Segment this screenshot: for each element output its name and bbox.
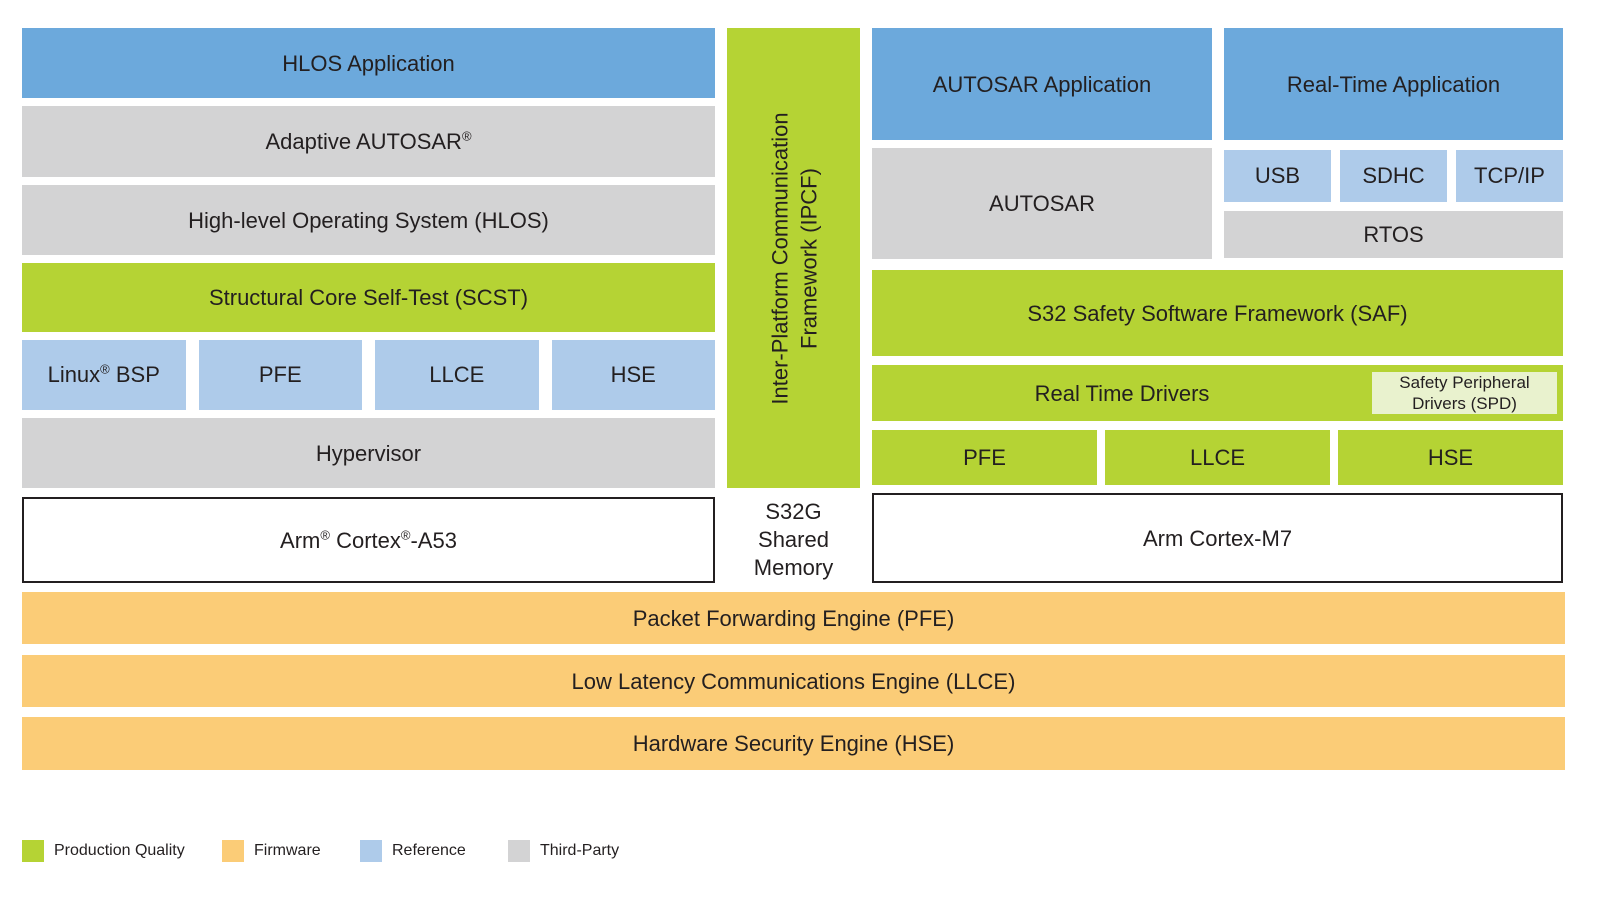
shared-memory-label: S32G Shared Memory: [753, 499, 834, 580]
registered-mark: ®: [320, 527, 330, 543]
spd-box: Safety Peripheral Drivers (SPD): [1372, 372, 1557, 414]
sdhc-box: SDHC: [1340, 150, 1447, 202]
legend-label-reference: Reference: [392, 842, 466, 859]
cortex-m7-label: Arm Cortex-M7: [1142, 525, 1293, 551]
legend-swatch-production-quality: [22, 840, 44, 862]
rtos-label: RTOS: [1363, 222, 1424, 247]
legend-label-third-party: Third-Party: [540, 842, 620, 859]
tcpip-label: TCP/IP: [1474, 163, 1545, 188]
sdhc-label: SDHC: [1362, 163, 1425, 188]
legend-label-production-quality: Production Quality: [54, 842, 185, 859]
legend-label-firmware: Firmware: [254, 842, 321, 859]
legend-item-reference: Reference: [360, 840, 466, 862]
usb-box: USB: [1224, 150, 1331, 202]
legend-swatch-firmware: [222, 840, 244, 862]
real-time-drivers-label: Real Time Drivers: [1034, 380, 1210, 406]
autosar-label: AUTOSAR: [989, 191, 1095, 216]
hse-driver-label: HSE: [610, 362, 656, 387]
adaptive-autosar-box: Adaptive AUTOSAR®: [22, 106, 715, 177]
registered-mark: ®: [400, 527, 411, 543]
legend-item-third-party: Third-Party: [508, 840, 619, 862]
scst-label: Structural Core Self-Test (SCST): [208, 285, 529, 310]
tcpip-box: TCP/IP: [1456, 150, 1563, 202]
linux-bsp-box: Linux® BSP: [22, 340, 186, 410]
ipcf-box: Inter-Platform Communication Framework (…: [727, 28, 860, 488]
autosar-application-label: AUTOSAR Application: [932, 71, 1152, 97]
ipcf-label: Inter-Platform Communication Framework (…: [766, 111, 821, 405]
cortex-a53-label: Arm® Cortex®-A53: [280, 527, 457, 553]
rtos-stacks-row: USB SDHC TCP/IP: [1224, 150, 1563, 202]
llce-driver-label: LLCE: [429, 362, 485, 387]
legend-item-firmware: Firmware: [222, 840, 321, 862]
a53-drivers-row: Linux® BSP PFE LLCE HSE: [22, 340, 715, 410]
m7-firmware-drivers-row: PFE LLCE HSE: [872, 430, 1563, 485]
llce-box: LLCE: [1105, 430, 1330, 485]
pfe-box: PFE: [872, 430, 1097, 485]
pfe-label: PFE: [963, 444, 1006, 470]
pfe-engine-box: Packet Forwarding Engine (PFE): [22, 592, 1565, 644]
rtos-box: RTOS: [1224, 211, 1563, 258]
hse-box: HSE: [1338, 430, 1563, 485]
autosar-application-box: AUTOSAR Application: [872, 28, 1212, 140]
hlos-os-label: High-level Operating System (HLOS): [188, 207, 549, 233]
realtime-application-box: Real-Time Application: [1224, 28, 1563, 140]
hse-driver-box: HSE: [551, 340, 715, 410]
registered-mark: ®: [461, 128, 472, 144]
llce-driver-box: LLCE: [375, 340, 539, 410]
hse-engine-label: Hardware Security Engine (HSE): [632, 731, 955, 756]
pfe-driver-label: PFE: [258, 362, 302, 387]
llce-engine-box: Low Latency Communications Engine (LLCE): [22, 655, 1565, 707]
usb-label: USB: [1254, 163, 1301, 188]
pfe-driver-box: PFE: [198, 340, 362, 410]
real-time-drivers-box: Real Time Drivers Safety Peripheral Driv…: [872, 365, 1563, 421]
scst-box: Structural Core Self-Test (SCST): [22, 263, 715, 332]
saf-label: S32 Safety Software Framework (SAF): [1027, 300, 1408, 326]
pfe-engine-label: Packet Forwarding Engine (PFE): [632, 605, 955, 631]
adaptive-autosar-label: Adaptive AUTOSAR®: [265, 128, 472, 154]
legend-swatch-third-party: [508, 840, 530, 862]
saf-box: S32 Safety Software Framework (SAF): [872, 270, 1563, 356]
llce-engine-label: Low Latency Communications Engine (LLCE): [571, 668, 1016, 694]
spd-label: Safety Peripheral Drivers (SPD): [1399, 373, 1530, 413]
hypervisor-box: Hypervisor: [22, 418, 715, 488]
cortex-a53-box: Arm® Cortex®-A53: [22, 497, 715, 583]
linux-bsp-label: Linux® BSP: [47, 361, 160, 387]
legend-swatch-reference: [360, 840, 382, 862]
registered-mark: ®: [100, 361, 110, 377]
llce-label: LLCE: [1189, 444, 1246, 470]
hlos-os-box: High-level Operating System (HLOS): [22, 185, 715, 255]
realtime-application-label: Real-Time Application: [1286, 71, 1501, 97]
autosar-box: AUTOSAR: [872, 148, 1212, 259]
hse-engine-box: Hardware Security Engine (HSE): [22, 717, 1565, 770]
hypervisor-label: Hypervisor: [315, 440, 422, 466]
hlos-application-box: HLOS Application: [22, 28, 715, 98]
hlos-application-label: HLOS Application: [282, 50, 455, 76]
cortex-m7-box: Arm Cortex-M7: [872, 493, 1563, 583]
legend-item-production-quality: Production Quality: [22, 840, 185, 862]
hse-label: HSE: [1427, 444, 1474, 470]
